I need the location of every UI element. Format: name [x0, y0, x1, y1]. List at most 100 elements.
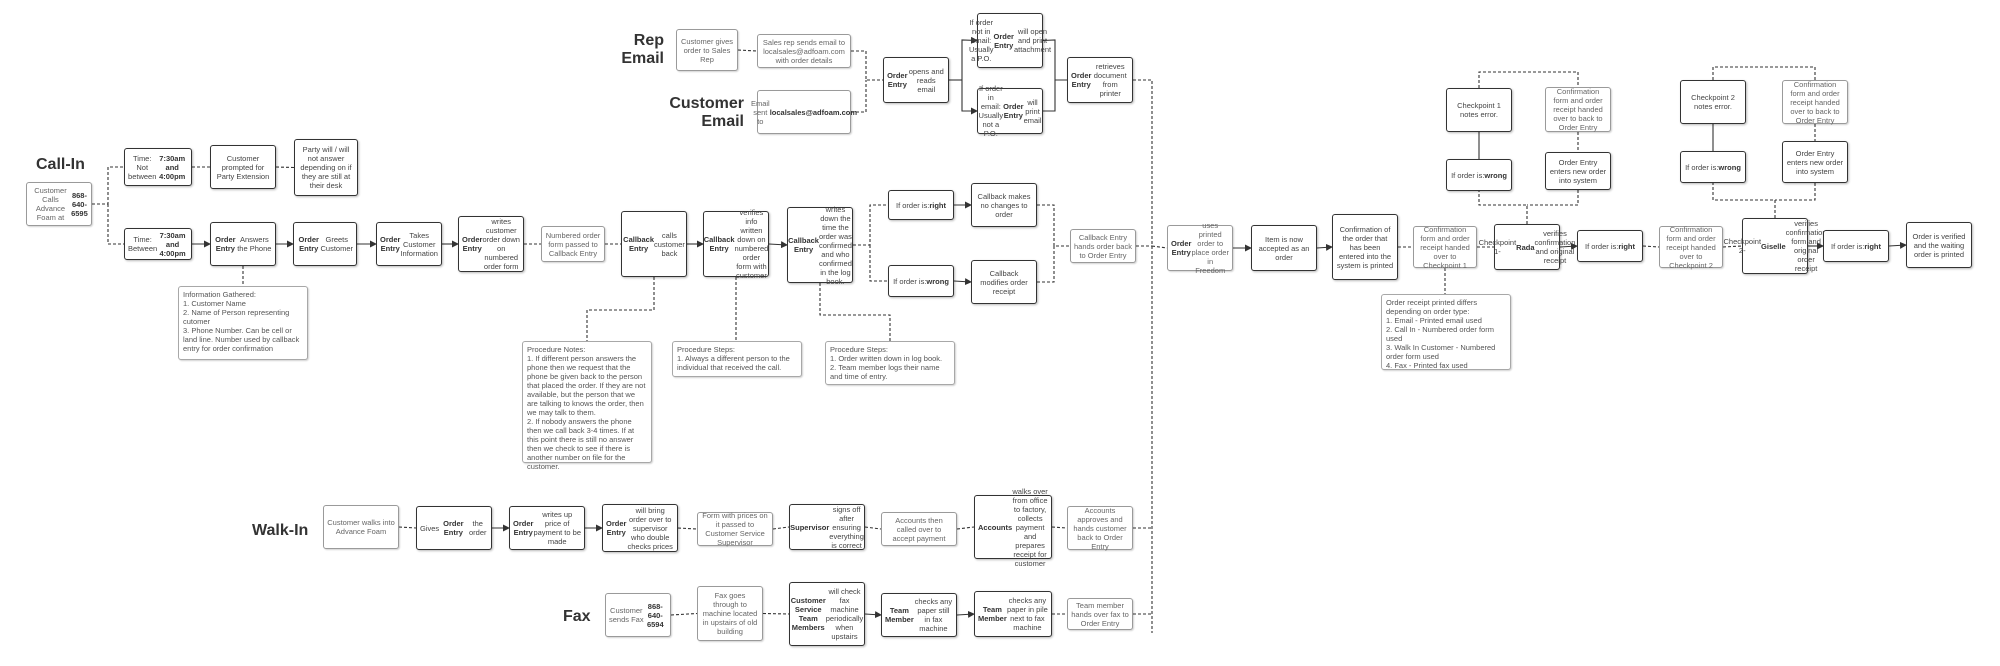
process-box: Order Entry Greets Customer [293, 222, 357, 266]
connector-line [1642, 245, 1660, 248]
process-box: Checkpoint 2- Giselle verifies confirmat… [1723, 218, 1827, 274]
lane-label-call-in: Call-In [36, 156, 85, 173]
process-box: Supervisor signs off after ensuring ever… [789, 504, 865, 550]
process-box: Form with prices on it passed to Custome… [697, 511, 773, 547]
process-box: Callback Entry writes down the time the … [787, 204, 853, 286]
process-box: Callback modifies order receipt [971, 260, 1037, 304]
connector-line [737, 49, 758, 52]
connector-line [677, 527, 698, 530]
process-box: Confirmation form and order receipt hand… [1413, 225, 1477, 270]
process-box: Accounts then called over to accept paym… [881, 512, 957, 546]
connector-arrow [768, 241, 788, 249]
lane-label-rep-email: Rep Email [621, 32, 664, 68]
process-box: Checkpoint 1 notes error. [1446, 88, 1512, 132]
connector-arrow [956, 610, 975, 618]
process-box: Checkpoint 1- Rada verifies confirmation… [1479, 224, 1575, 270]
process-box: Fax goes through to machine located in u… [697, 586, 763, 641]
connector-line [864, 526, 882, 530]
process-box: Callback Entry verifies info written dow… [703, 208, 769, 280]
connector-line [107, 204, 124, 245]
process-box: Customer sends Fax 868-640-6594 [605, 593, 671, 637]
process-box: Confirmation form and order receipt hand… [1545, 87, 1611, 132]
lane-label-walk-in: Walk-In [252, 522, 309, 539]
connector-arrow [961, 80, 978, 115]
connector-line [1712, 183, 1776, 218]
note-box: Procedure Notes:1. If different person a… [522, 341, 652, 471]
process-box: Checkpoint 2 notes error. [1680, 80, 1746, 124]
connector-line [1051, 526, 1068, 529]
process-box: Confirmation of the order that has been … [1332, 214, 1398, 280]
connector-arrow [953, 278, 972, 286]
connector-line [1712, 66, 1816, 80]
connector-line [1478, 191, 1528, 224]
process-box: Time: Between 7:30am and 4:00pm [124, 228, 192, 260]
connector-line [586, 277, 655, 341]
lane-label-customer-email: Customer Email [669, 95, 744, 131]
process-box: Order Entry will bring order over to sup… [602, 504, 678, 552]
connector-line [851, 50, 883, 81]
connector-arrow [1316, 243, 1333, 251]
connector-line [1037, 246, 1055, 283]
process-box: Customer Service Team Members will check… [789, 582, 865, 646]
connector-arrow [1559, 242, 1578, 250]
process-box: Confirmation form and order receipt hand… [1659, 225, 1723, 270]
connector-line [1775, 183, 1816, 201]
process-box: Gives Order Entry the order [416, 506, 492, 550]
connector-line [1722, 245, 1743, 248]
connector-line [1043, 80, 1056, 112]
process-box: Order is verified and the waiting order … [1906, 222, 1972, 268]
connector-line [853, 204, 888, 246]
connector-line [869, 245, 888, 282]
process-box: Callback Entry calls customer back [621, 211, 687, 277]
process-box: Order Entry opens and reads email [883, 57, 949, 103]
note-box: Order receipt printed differs depending … [1381, 294, 1511, 370]
connector-line [1478, 71, 1579, 88]
process-box: Customer walks into Advance Foam [323, 505, 399, 549]
process-box: If order is: wrong [1446, 159, 1512, 191]
process-box: Customer gives order to Sales Rep [676, 29, 738, 71]
connector-line [1527, 190, 1579, 206]
process-box: If order is: right [888, 190, 954, 220]
process-box: Accounts walks over from office to facto… [974, 487, 1052, 568]
process-box: Numbered order form passed to Callback E… [541, 226, 605, 262]
lane-label-fax: Fax [563, 608, 591, 625]
process-box: Order Entry enters new order into system [1782, 141, 1848, 183]
process-box: If order is: right [1577, 230, 1643, 262]
connector-arrow [961, 36, 978, 80]
process-box: If order in email: Usually not a P.O. Or… [977, 84, 1043, 138]
process-box: Party will / will not answer depending o… [294, 139, 358, 196]
process-box: Email sent to localsales@adfoam.com [751, 90, 857, 134]
note-box: Procedure Steps:1. Always a different pe… [672, 341, 802, 377]
process-box: If order is: wrong [1680, 151, 1746, 183]
connector-line [92, 166, 124, 205]
process-box: If order is: wrong [888, 265, 954, 297]
connector-line [762, 612, 790, 615]
connector-line [1037, 204, 1070, 247]
process-box: Confirmation form and order receipt hand… [1782, 80, 1848, 125]
connector-arrow [864, 611, 882, 619]
process-box: Order Entry writes customer order down o… [458, 216, 524, 272]
connector-line [275, 166, 295, 169]
connector-line [1151, 245, 1168, 249]
process-box: Order Entry Answers the Phone [210, 222, 276, 266]
process-box: Callback makes no changes to order [971, 183, 1037, 227]
process-box: Order Entry Takes Customer Information [376, 222, 442, 266]
connector-line [1133, 79, 1153, 633]
process-box: Team Member checks any paper in pile nex… [974, 591, 1052, 637]
process-box: Item is now accepted as an order [1251, 225, 1317, 271]
process-box: Time: Not between 7:30am and 4:00pm [124, 148, 192, 186]
process-box: Team member hands over fax to Order Entr… [1067, 598, 1133, 630]
process-box: If order not in email: Usually a P.O. Or… [969, 13, 1051, 68]
note-box: Procedure Steps:1. Order written down in… [825, 341, 955, 385]
connector-line [819, 283, 891, 341]
connector-line [956, 526, 975, 530]
process-box: Team Member checks any paper still in fa… [881, 593, 957, 637]
process-box: Customer Calls Advance Foam at 868-640-6… [26, 182, 92, 226]
process-box: Order Entry enters new order into system [1545, 152, 1611, 190]
process-box: Accounts approves and hands customer bac… [1067, 506, 1133, 551]
process-box: Callback Entry hands order back to Order… [1070, 229, 1136, 263]
process-box: Order Entry retrieves document from prin… [1067, 57, 1133, 103]
